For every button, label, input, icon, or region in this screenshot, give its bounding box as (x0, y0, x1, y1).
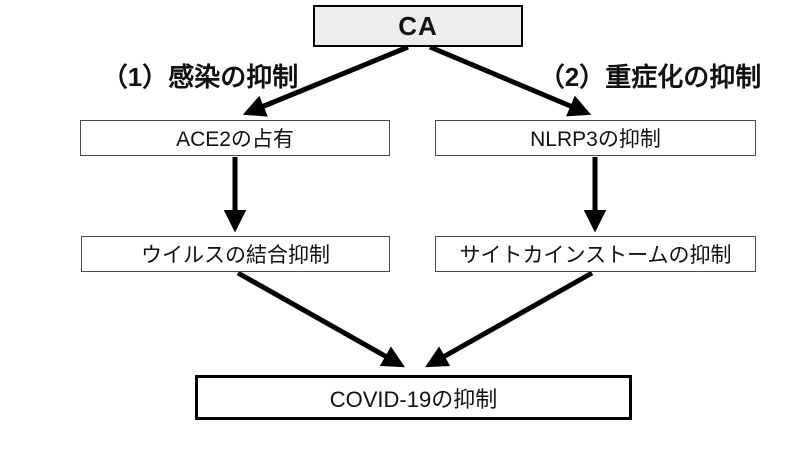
branch-label-severity: （2）重症化の抑制 (538, 61, 762, 92)
node-ca: CA (313, 5, 523, 47)
node-cytokine-storm-inhibition: サイトカインストームの抑制 (435, 236, 756, 272)
node-ace2-occupation: ACE2の占有 (80, 120, 390, 156)
branch-label-infection: （1）感染の抑制 (101, 61, 299, 92)
node-virus-binding-inhibition: ウイルスの結合抑制 (81, 236, 390, 272)
arrow-virus-to-covid (236, 270, 405, 368)
arrow-cytokine-to-covid (425, 270, 594, 368)
node-covid19-suppression: COVID-19の抑制 (195, 375, 632, 420)
node-nlrp3-inhibition: NLRP3の抑制 (435, 120, 756, 156)
